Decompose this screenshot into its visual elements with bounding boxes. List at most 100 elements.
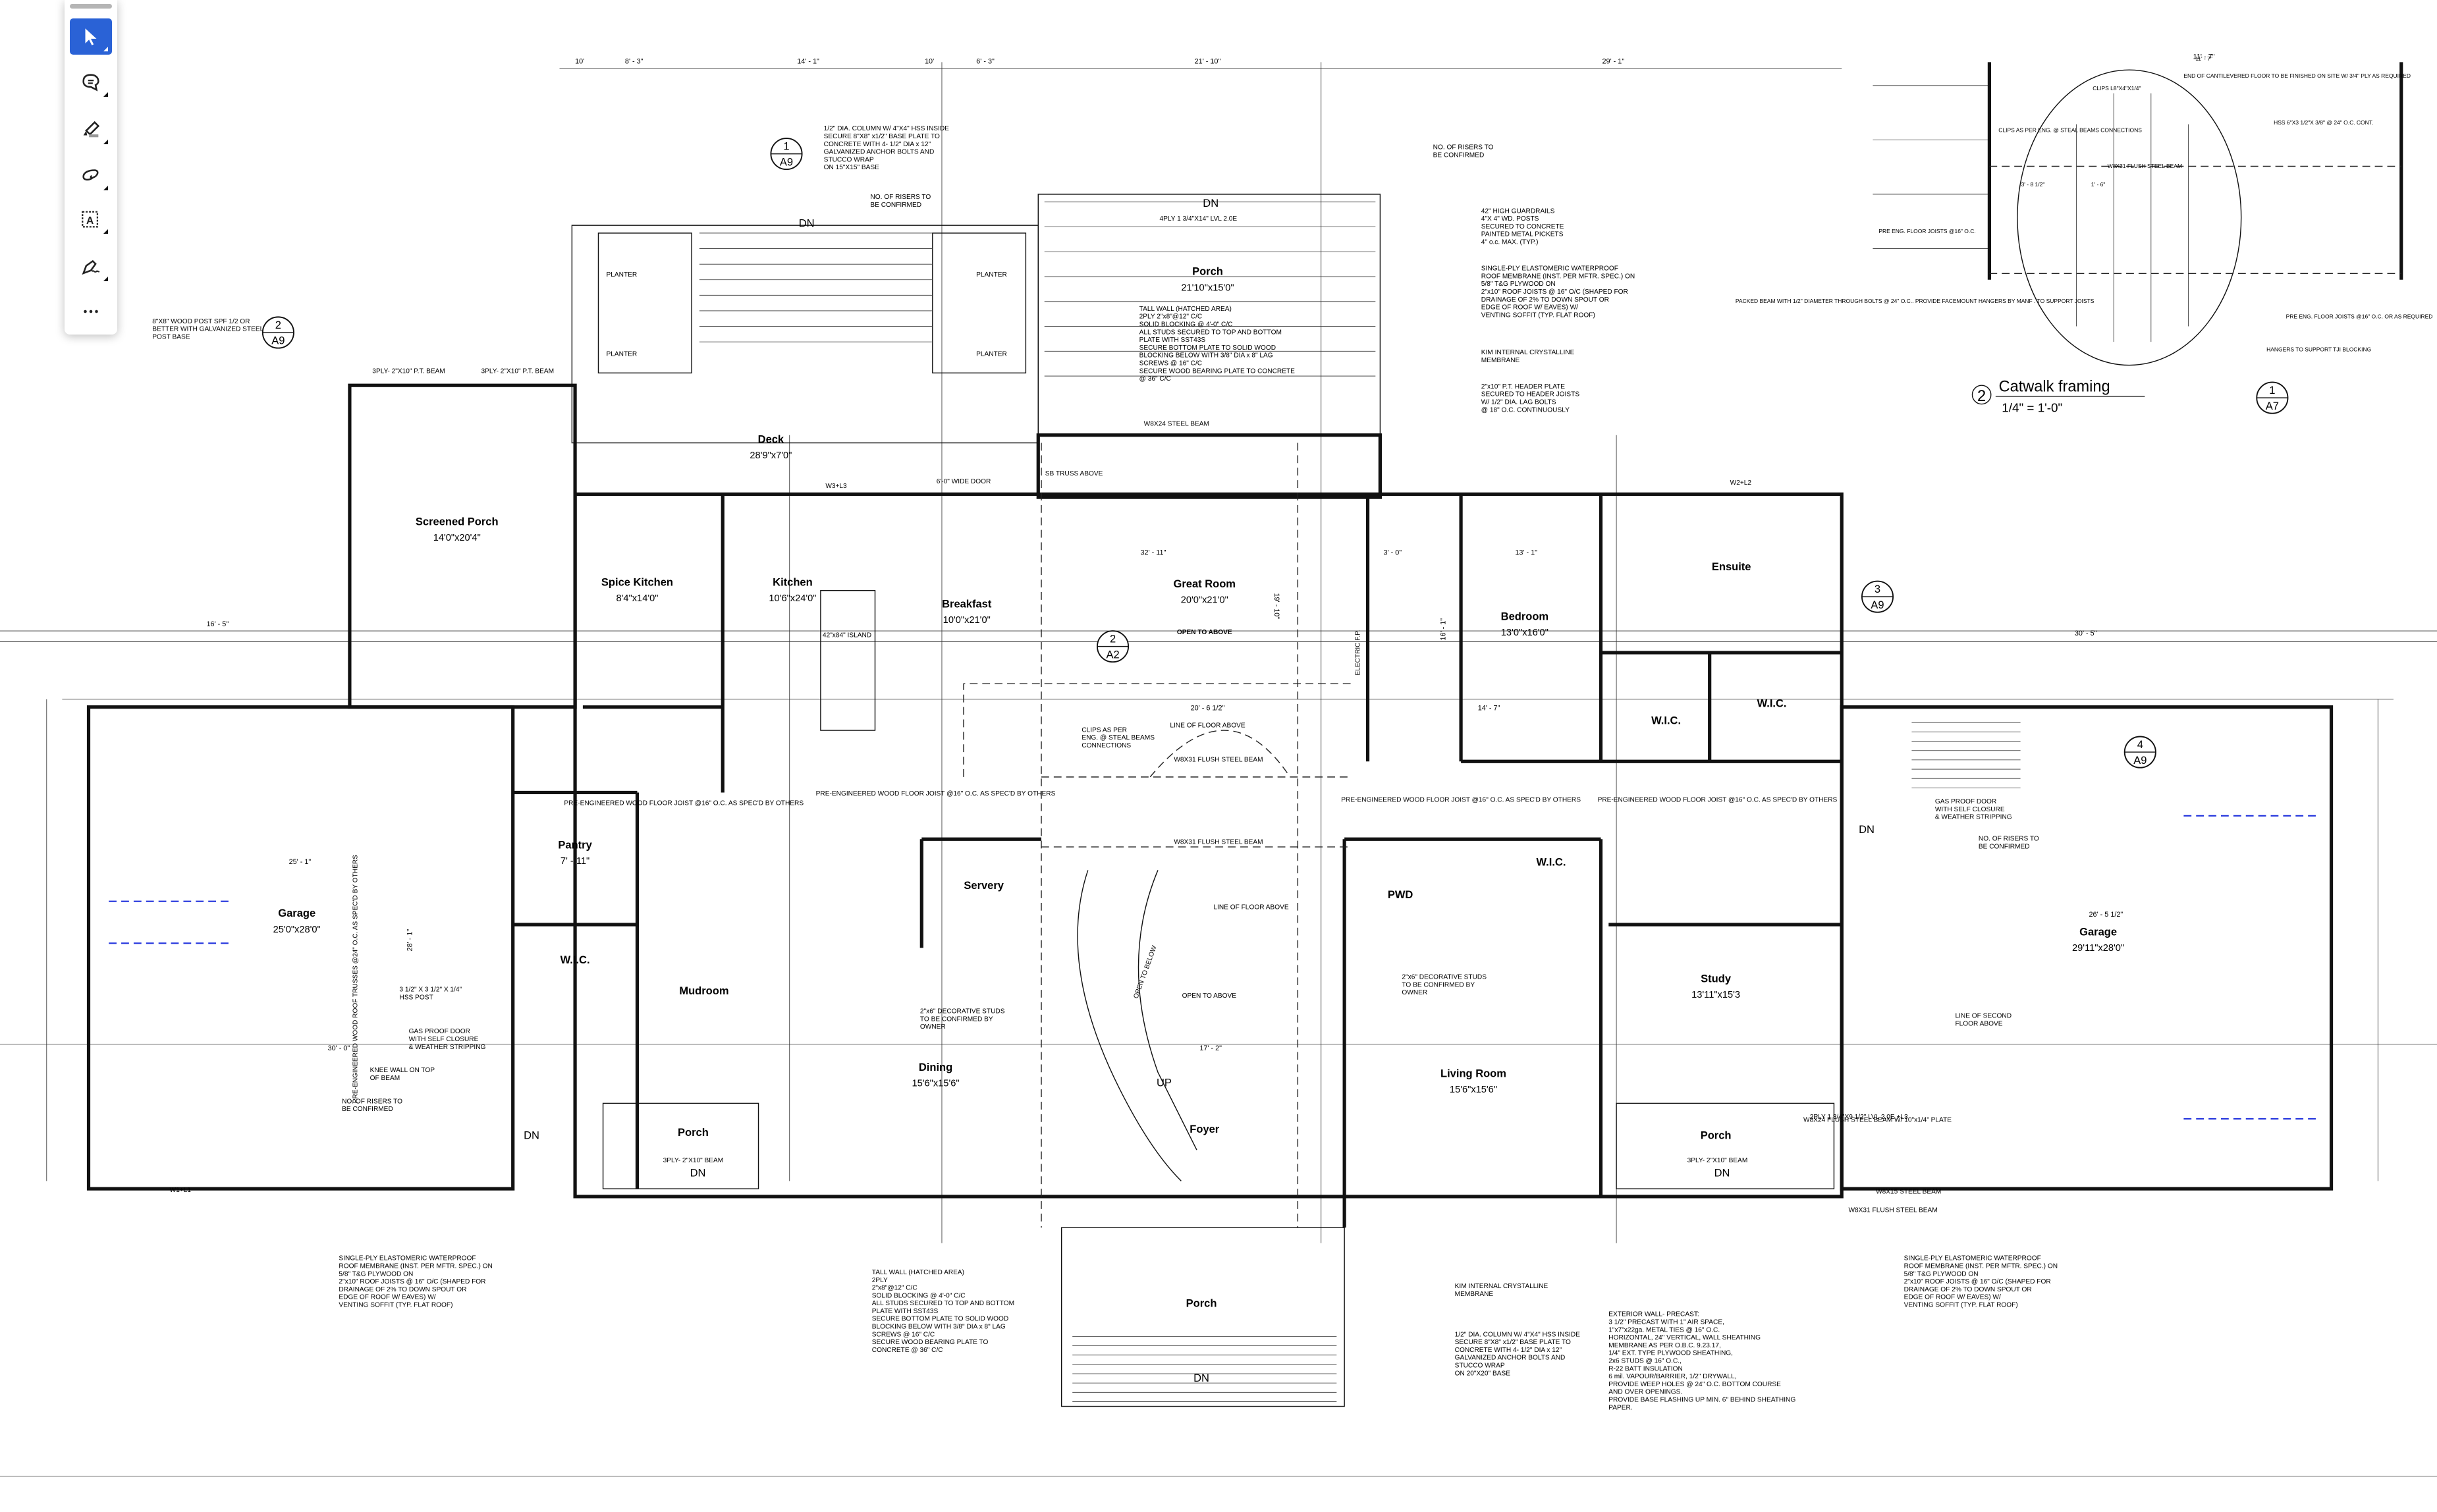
catwalk-label: CLIPS AS PER ENG. @ STEAL BEAMS CONNECTI…: [1998, 127, 2142, 134]
text-box-icon: A: [82, 211, 99, 227]
beam-label: W8X31 FLUSH STEEL BEAM: [1848, 1207, 1937, 1214]
plan-label: DN: [690, 1167, 706, 1179]
stairs: [699, 202, 2021, 1402]
catwalk-label: 3' - 8 1/2": [2021, 181, 2045, 188]
room-name: Garage: [2079, 927, 2117, 938]
plan-label: DN: [1714, 1167, 1730, 1179]
catwalk-label: PRE ENG. FLOOR JOISTS @16" O.C. OR AS RE…: [2286, 313, 2433, 320]
dimension-label: 30' - 5": [2075, 630, 2097, 637]
marker-number: 4: [2137, 739, 2143, 751]
note-line: 5/8" T&G PLYWOOD ON: [1481, 281, 1556, 288]
more-tools-button[interactable]: [70, 293, 112, 329]
note-line: PROVIDE WEEP HOLES @ 24" O.C. BOTTOM COU…: [1608, 1381, 1781, 1388]
dimension-label: 30' - 0": [328, 1044, 350, 1052]
room-name: Screened Porch: [416, 516, 499, 528]
svg-text:A: A: [86, 215, 94, 227]
more-icon: [84, 310, 98, 313]
note-line: 2"x6" DECORATIVE STUDS: [920, 1008, 1005, 1015]
note-line: EDGE OF ROOF W/ EAVES) W/: [1904, 1294, 2001, 1301]
note-line: 2"x8"@12" C/C: [872, 1285, 917, 1292]
section-marker[interactable]: 2A9: [261, 316, 294, 349]
dimension-label: 28' - 1": [406, 929, 414, 952]
note-line: CONCRETE WITH 4- 1/2" DIA x 12": [1455, 1347, 1562, 1354]
note-line: SINGLE-PLY ELASTOMERIC WATERPROOF: [1481, 265, 1618, 273]
section-marker[interactable]: 2A2: [1097, 630, 1130, 663]
note-line: ENG. @ STEAL BEAMS: [1082, 734, 1155, 742]
catwalk-label: W8X31 FLUSH STEEL BEAM: [2108, 163, 2182, 169]
note-line: @ 36" C/C: [1139, 375, 1171, 383]
note-line: 3 1/2" PRECAST WITH 1" AIR SPACE,: [1608, 1318, 1724, 1326]
note-line: 2PLY: [872, 1277, 888, 1284]
room-size: 15'6"x15'6": [912, 1078, 959, 1089]
room-size: 10'6"x24'0": [769, 593, 816, 604]
room-name: Living Room: [1440, 1067, 1506, 1079]
catwalk-title: 2 Catwalk framing 1/4" = 1'-0": [1971, 378, 2145, 414]
room-name: W.I.C.: [1537, 856, 1566, 868]
room-size: 7' - 11": [561, 856, 589, 867]
select-tool-button[interactable]: [70, 18, 112, 55]
marker-sheet: A2: [1106, 649, 1119, 661]
beam-label: W8X15 STEEL BEAM: [1876, 1188, 1941, 1195]
note-line: 2"x10" P.T. HEADER PLATE: [1481, 383, 1565, 391]
section-marker[interactable]: 4A9: [2123, 736, 2156, 769]
plan-label: PLANTER: [607, 271, 638, 279]
note-line: BE CONFIRMED: [870, 202, 921, 209]
beam-label: LINE OF FLOOR ABOVE: [1170, 722, 1245, 729]
freehand-tool-button[interactable]: [70, 157, 112, 194]
signature-tool-button[interactable]: [70, 248, 112, 284]
comment-tool-button[interactable]: [70, 64, 112, 100]
truss-note: PRE-ENGINEERED WOOD FLOOR JOIST @16" O.C…: [1598, 797, 1838, 804]
note-line: SOLID BLOCKING @ 4'-0" C/C: [1139, 321, 1233, 329]
plan-label: 4PLY 1 3/4"X14" LVL 2.0E: [1159, 215, 1237, 223]
dimension-label: 16' - 5": [207, 620, 229, 628]
plan-label: W3+L3: [825, 483, 847, 490]
note-line: & WEATHER STRIPPING: [1935, 814, 2012, 821]
dimension-label: 21' - 10": [1195, 58, 1221, 66]
marker-number: 1: [2269, 385, 2275, 396]
highlight-tool-button[interactable]: [70, 111, 112, 148]
note-line: ALL STUDS SECURED TO TOP AND BOTTOM: [872, 1300, 1014, 1307]
note-line: NO. OF RISERS TO: [1979, 836, 2039, 843]
note-line: SCREWS @ 16" C/C: [872, 1331, 935, 1338]
text-box-tool-button[interactable]: A: [70, 201, 112, 237]
note-line: MEMBRANE: [1481, 357, 1520, 364]
marker-number: 2: [275, 319, 281, 331]
marker-sheet: A7: [2266, 400, 2279, 412]
room-name: Porch: [1192, 266, 1223, 278]
beam-label: W8X31 FLUSH STEEL BEAM: [1174, 838, 1263, 846]
section-marker[interactable]: 3A9: [1861, 580, 1894, 613]
note-line: PLATE WITH SST43S: [872, 1308, 939, 1315]
room-size: 14'0"x20'4": [433, 533, 481, 543]
open-to-above-label: OPEN TO ABOVE: [1177, 629, 1232, 636]
marker-sheet: A9: [1871, 599, 1884, 611]
note-line: NO. OF RISERS TO: [1433, 144, 1494, 151]
toolbar-drag-handle[interactable]: [70, 4, 112, 9]
note-line: DRAINAGE OF 2% TO DOWN SPOUT OR: [339, 1286, 466, 1293]
note-line: TALL WALL (HATCHED AREA): [1139, 306, 1232, 313]
section-marker[interactable]: 1A7: [2256, 381, 2289, 414]
room-name: Porch: [678, 1127, 709, 1139]
room-name: Porch: [1701, 1130, 1732, 1142]
dimension-label: 10': [925, 58, 934, 66]
note-line: PAINTED METAL PICKETS: [1481, 231, 1564, 238]
dimension-label: 3' - 0": [1383, 549, 1402, 556]
note-line: BETTER WITH GALVANIZED STEEL: [152, 326, 263, 333]
dimension-label: 6' - 3": [976, 58, 995, 66]
beam-label: W8X31 FLUSH STEEL BEAM: [1174, 756, 1263, 763]
section-marker[interactable]: 1A9: [770, 138, 803, 171]
plan-label: DN: [1203, 198, 1218, 209]
catwalk-title-text: Catwalk framing: [1999, 378, 2110, 395]
truss-note: PRE-ENGINEERED WOOD FLOOR JOIST @16" O.C…: [1341, 797, 1581, 804]
dimension-label: 10': [575, 58, 584, 66]
spiral-stair[interactable]: [1077, 870, 1197, 1181]
dimension-label: 17' - 2": [1199, 1044, 1222, 1052]
walls: [86, 194, 2334, 1407]
